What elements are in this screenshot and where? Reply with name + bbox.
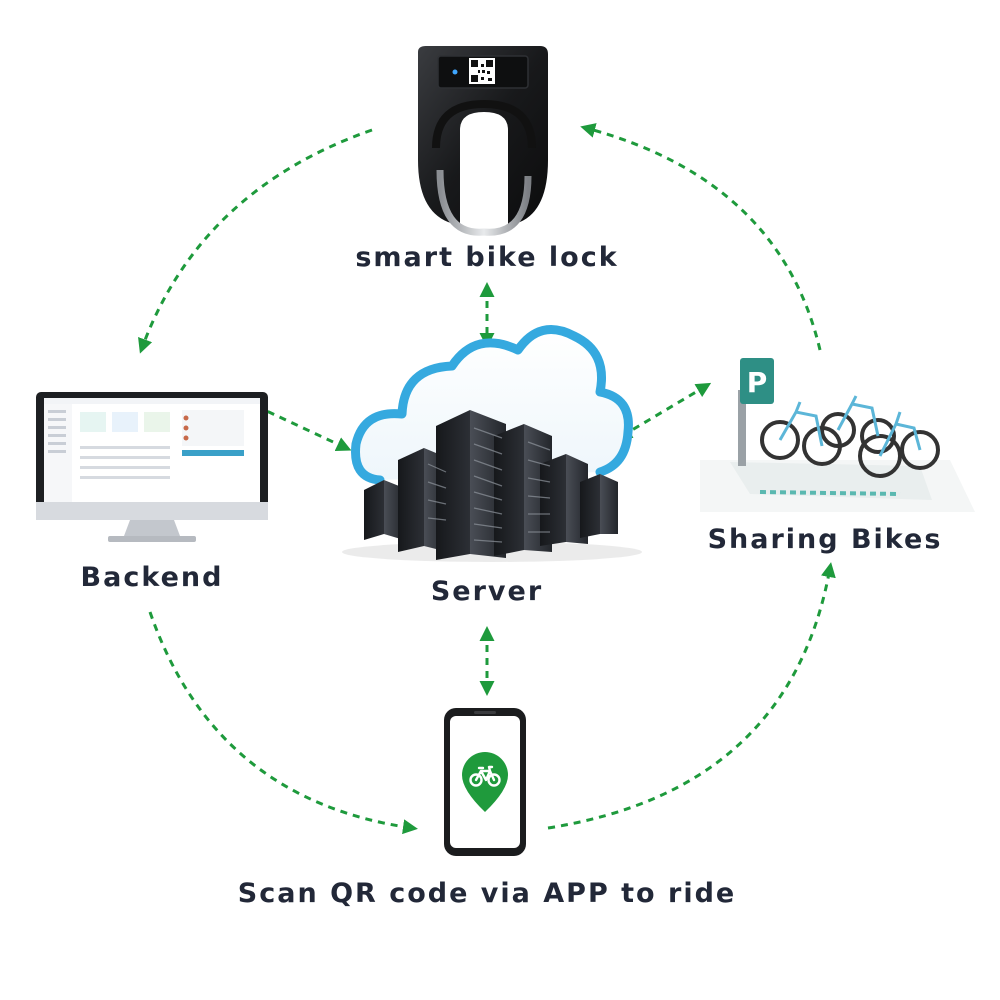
label-smart-bike-lock: smart bike lock xyxy=(355,242,619,273)
arrow-backend-to-app xyxy=(148,611,418,835)
arrow-server-bikes xyxy=(616,382,712,440)
arrow-bikes-to-lock xyxy=(580,123,822,351)
label-server: Server xyxy=(430,576,544,607)
arrow-lock-to-backend xyxy=(138,128,373,354)
label-backend: Backend xyxy=(80,562,224,593)
arrow-server-backend xyxy=(250,403,352,451)
label-sharing-bikes: Sharing Bikes xyxy=(707,524,943,555)
arrow-app-to-bikes xyxy=(547,562,836,830)
label-scan-qr-app: Scan QR code via APP to ride xyxy=(237,878,737,909)
